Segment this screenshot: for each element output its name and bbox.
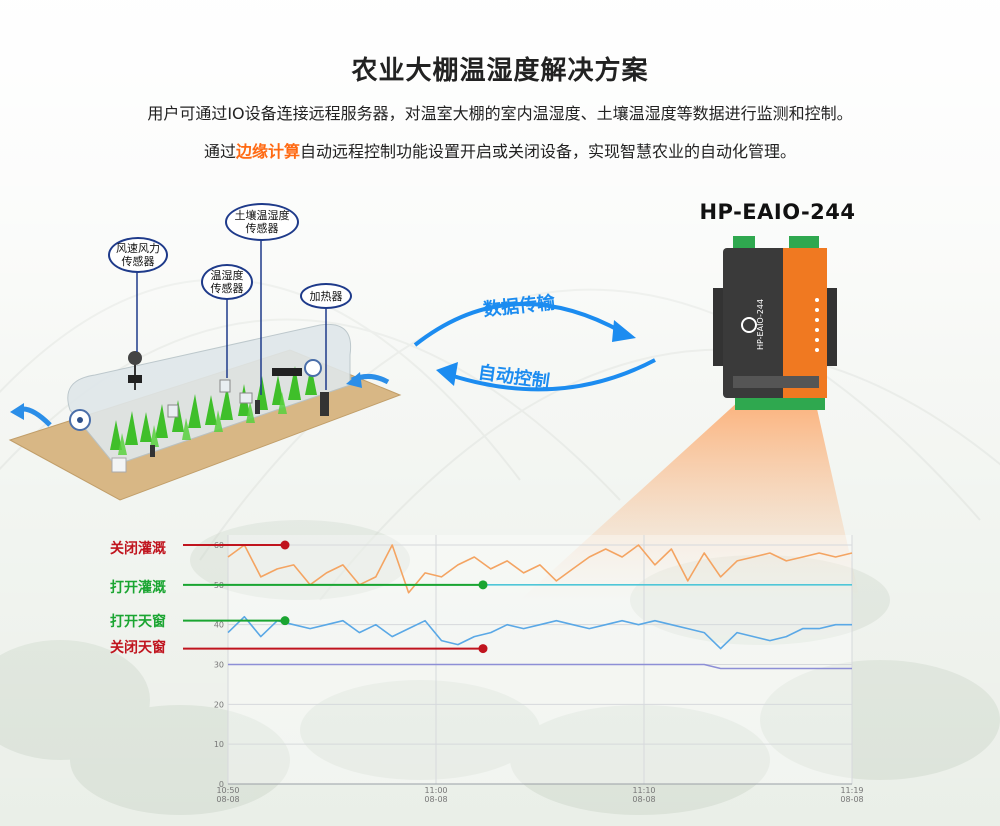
control-arrowhead-icon bbox=[436, 362, 458, 386]
wind-sensor-bubble: 风速风力传感器 bbox=[108, 237, 168, 273]
page-title: 农业大棚温湿度解决方案 bbox=[351, 56, 649, 86]
upload-arrow bbox=[413, 301, 623, 347]
event-marker-2 bbox=[280, 616, 290, 626]
series-line-0 bbox=[227, 544, 853, 594]
edge-computing-highlight: 边缘计算 bbox=[235, 142, 300, 161]
intro-line-2-suffix: 自动远程控制功能设置开启或关闭设备，实现智慧农业的自动化管理。 bbox=[300, 142, 797, 161]
soil-sensor-label-2: 传感器 bbox=[245, 222, 279, 235]
event-marker-0 bbox=[280, 540, 290, 550]
event-label-open-skylight: 打开天窗 bbox=[110, 614, 166, 630]
upload-arrowhead-icon bbox=[612, 320, 636, 342]
soil-sensor-bubble: 土壤温湿度传感器 bbox=[225, 203, 299, 241]
temp-humidity-sensor-label-1: 温湿度 bbox=[210, 269, 244, 282]
wind-sensor-label-2: 传感器 bbox=[121, 255, 155, 268]
temp-humidity-sensor-bubble: 温湿度传感器 bbox=[201, 264, 253, 300]
intro-line-2-prefix: 通过 bbox=[203, 142, 236, 161]
x-tick-time: 11:00 bbox=[424, 786, 447, 795]
series-line-3 bbox=[228, 663, 852, 670]
greenhouse-illustration bbox=[8, 238, 402, 501]
y-tick-label: 30 bbox=[214, 661, 224, 670]
flow-arrows bbox=[413, 301, 656, 392]
heater-label: 加热器 bbox=[309, 289, 343, 303]
event-label-close-skylight: 关闭天窗 bbox=[110, 640, 166, 656]
soil-sensor-label-1: 土壤温湿度 bbox=[234, 209, 290, 222]
event-label-open-irrigation: 打开灌溉 bbox=[110, 580, 166, 596]
y-tick-label: 10 bbox=[214, 740, 224, 749]
x-tick-date: 08-08 bbox=[216, 795, 239, 804]
event-marker-1 bbox=[478, 580, 488, 590]
x-tick-time: 11:19 bbox=[840, 786, 863, 795]
heater-bubble: 加热器 bbox=[300, 283, 352, 309]
series-line-2 bbox=[227, 615, 852, 650]
intro-line-2: 通过边缘计算自动远程控制功能设置开启或关闭设备，实现智慧农业的自动化管理。 bbox=[0, 138, 1000, 162]
x-tick-time: 10:50 bbox=[216, 786, 239, 795]
y-tick-label: 0 bbox=[219, 780, 224, 789]
y-tick-label: 20 bbox=[214, 700, 224, 709]
x-tick-time: 11:10 bbox=[632, 786, 655, 795]
x-tick-date: 08-08 bbox=[424, 795, 447, 804]
chart-plot-area bbox=[228, 535, 852, 784]
brand-logo-icon bbox=[741, 317, 757, 333]
x-tick-date: 08-08 bbox=[632, 795, 655, 804]
wind-sensor-label-1: 风速风力 bbox=[116, 242, 160, 255]
event-marker-3 bbox=[478, 644, 488, 654]
control-arrow bbox=[449, 358, 656, 392]
event-label-close-irrigation: 关闭灌溉 bbox=[110, 541, 166, 557]
intro-line-1: 用户可通过IO设备连接远程服务器，对温室大棚的室内温湿度、土壤温湿度等数据进行监… bbox=[147, 104, 853, 123]
y-tick-label: 40 bbox=[214, 621, 224, 630]
device-body-label: HP-EAIO-244 bbox=[756, 299, 765, 350]
device-model-title: HP-EAIO-244 bbox=[699, 200, 856, 224]
x-tick-date: 08-08 bbox=[840, 795, 863, 804]
io-device: HP-EAIO-244 bbox=[713, 236, 837, 410]
temp-humidity-sensor-label-2: 传感器 bbox=[210, 282, 244, 295]
